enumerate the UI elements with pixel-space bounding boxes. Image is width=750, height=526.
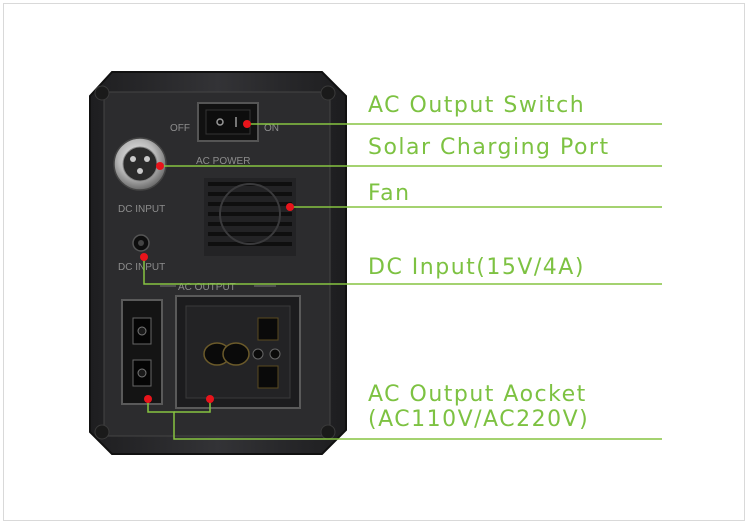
marker-dc-input <box>140 253 148 261</box>
universal-ac-socket <box>175 295 301 409</box>
narrow-ac-socket <box>121 299 163 405</box>
dc-input-marking-2: DC INPUT <box>118 262 165 273</box>
label-ac-output-switch: AC Output Switch <box>368 93 586 118</box>
label-solar-charging-port: Solar Charging Port <box>368 135 610 160</box>
dc-input-marking-1: DC INPUT <box>118 204 165 215</box>
solar-charging-connector <box>113 137 167 191</box>
leader-ac-output-socket-2 <box>174 399 211 413</box>
marker-ac-socket-right <box>206 395 214 403</box>
leader-dc-input <box>143 258 662 285</box>
label-fan: Fan <box>368 181 411 206</box>
label-ac-output-socket-line1: AC Output Aocket <box>368 382 587 407</box>
label-dc-input: DC Input(15V/4A) <box>368 255 585 280</box>
image-frame <box>3 3 745 521</box>
marker-fan <box>286 203 294 211</box>
label-ac-output-socket-line2: (AC110V/AC220V) <box>368 407 590 432</box>
fan-grille <box>204 178 296 256</box>
marker-solar-port <box>156 162 164 170</box>
marker-ac-switch <box>243 120 251 128</box>
ac-power-marking: AC POWER <box>196 156 250 167</box>
ac-output-marking: AC OUTPUT <box>178 282 236 293</box>
marker-ac-socket-left <box>144 395 152 403</box>
dc-input-jack <box>132 234 150 252</box>
off-marking: OFF <box>170 123 190 134</box>
callout-markers <box>140 120 294 403</box>
on-marking: ON <box>264 123 279 134</box>
leader-lines <box>143 123 662 440</box>
